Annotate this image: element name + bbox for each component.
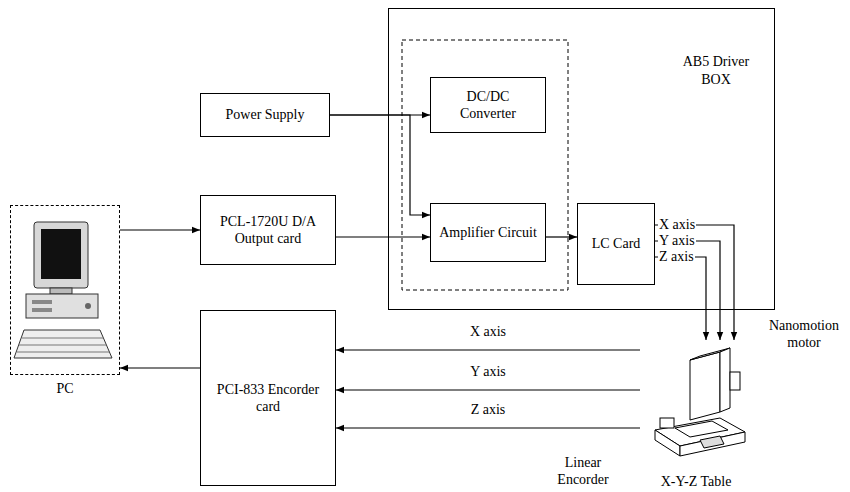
process-box: LC Card [577, 203, 655, 285]
process-box: Power Supply [200, 93, 330, 137]
signal-arrow [336, 349, 640, 350]
axis-label: Z axis [470, 402, 507, 419]
process-box: PCI-833 Encorder card [200, 310, 336, 486]
node-text: PC [0, 380, 139, 398]
xyz-table: X-Y-Z Table [640, 340, 752, 470]
axis-label: Y axis [658, 233, 696, 250]
node-text: AB5 Driver BOX [680, 53, 752, 88]
part-label: Linear Encorder [545, 455, 621, 489]
xyz-table-figure [655, 348, 745, 456]
signal-arrow [120, 229, 200, 230]
signal-arrow [655, 241, 720, 340]
computer-box: PC [10, 205, 120, 375]
signal-arrow [655, 225, 734, 340]
signal-arrow [546, 236, 577, 237]
signal-arrow [330, 115, 430, 215]
node-text: PCL-1720U D/A Output card [201, 213, 335, 248]
signal-arrow [120, 367, 200, 368]
signal-arrow [655, 257, 706, 340]
node-text: X-Y-Z Table [620, 473, 772, 491]
node-text: Amplifier Circuit [433, 224, 543, 242]
process-box: DC/DC Converter [430, 77, 546, 133]
process-box: PCL-1720U D/A Output card [200, 195, 336, 265]
part-label: Nanomotion motor [762, 318, 846, 352]
signal-arrow [336, 427, 640, 428]
axis-label: X axis [658, 217, 696, 234]
driver-box: AB5 Driver BOX DC/DC ConverterAmplifier C… [388, 8, 775, 310]
axis-label: Y axis [469, 364, 507, 381]
node-text: DC/DC Converter [431, 88, 545, 123]
dashed-group [402, 40, 568, 290]
axis-label: Z axis [658, 249, 695, 266]
axis-label: X axis [469, 324, 507, 341]
node-text: LC Card [586, 235, 647, 253]
computer-icon [14, 222, 112, 358]
node-text: Power Supply [220, 106, 311, 124]
signal-arrow [336, 236, 430, 237]
process-box: Amplifier Circuit [430, 203, 546, 262]
node-text: PCI-833 Encorder card [201, 381, 335, 416]
signal-arrow [336, 389, 640, 390]
